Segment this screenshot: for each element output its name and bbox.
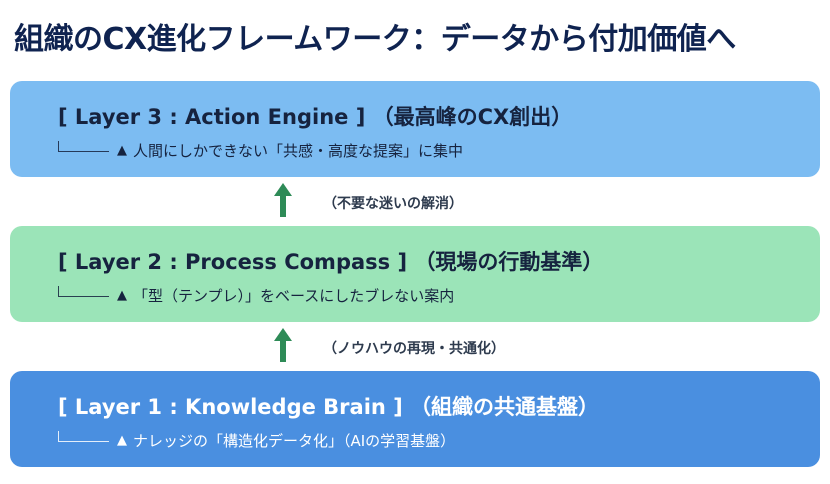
layer-3-description: 人間にしかできない「共感・高度な提案」に集中 bbox=[133, 142, 464, 160]
triangle-up-icon: ▲ bbox=[117, 288, 127, 303]
tree-connector-icon bbox=[58, 141, 109, 152]
layer-2-heading: [ Layer 2 : Process Compass ] （現場の行動基準） bbox=[58, 250, 604, 274]
layer-1-description: ナレッジの「構造化データ化」（AIの学習基盤） bbox=[133, 432, 456, 450]
layer-1-heading: [ Layer 1 : Knowledge Brain ] （組織の共通基盤） bbox=[58, 395, 600, 419]
tree-connector-icon bbox=[58, 431, 109, 442]
tree-connector-icon bbox=[58, 286, 109, 297]
layer-2-description: 「型（テンプレ）」をベースにしたブレない案内 bbox=[133, 287, 455, 305]
arrow-label-upper: （不要な迷いの解消） bbox=[323, 196, 463, 212]
triangle-up-icon: ▲ bbox=[117, 143, 127, 158]
layer-3-heading: [ Layer 3 : Action Engine ] （最高峰のCX創出） bbox=[58, 105, 573, 129]
arrow-up-icon bbox=[274, 183, 292, 217]
arrow-label-lower: （ノウハウの再現・共通化） bbox=[323, 341, 505, 357]
layer-3-subtext: ▲ 人間にしかできない「共感・高度な提案」に集中 bbox=[58, 140, 463, 161]
layer-2-box: [ Layer 2 : Process Compass ] （現場の行動基準） … bbox=[10, 226, 820, 322]
layer-2-subtext: ▲ 「型（テンプレ）」をベースにしたブレない案内 bbox=[58, 285, 454, 306]
page-title: 組織のCX進化フレームワーク：データから付加価値へ bbox=[14, 22, 736, 57]
layer-1-box: [ Layer 1 : Knowledge Brain ] （組織の共通基盤） … bbox=[10, 371, 820, 467]
triangle-up-icon: ▲ bbox=[117, 433, 127, 448]
arrow-up-icon bbox=[274, 328, 292, 362]
layer-1-subtext: ▲ ナレッジの「構造化データ化」（AIの学習基盤） bbox=[58, 430, 455, 451]
layer-3-box: [ Layer 3 : Action Engine ] （最高峰のCX創出） ▲… bbox=[10, 81, 820, 177]
